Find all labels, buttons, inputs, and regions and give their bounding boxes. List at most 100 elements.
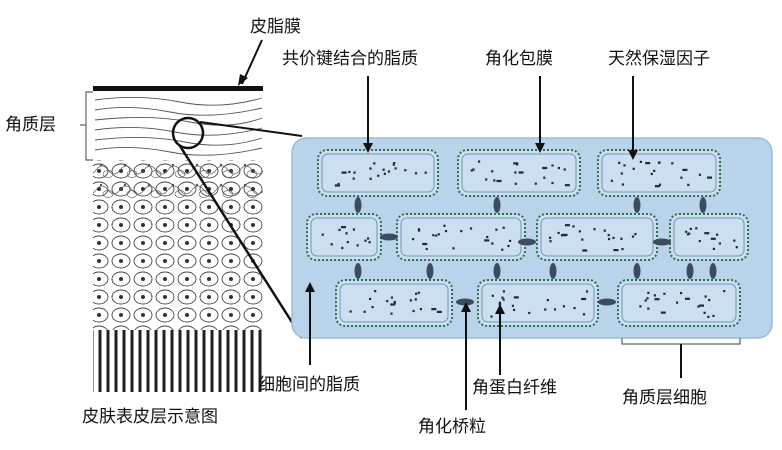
keratin-dot (707, 176, 712, 179)
keratin-dot (414, 298, 417, 301)
granular-band (93, 160, 263, 200)
keratin-dot (680, 176, 683, 179)
keratin-dot (513, 162, 519, 165)
keratin-dot (502, 298, 505, 301)
keratin-dot (542, 166, 548, 170)
keratin-dot (704, 295, 707, 298)
corneodesmosome-v-4 (354, 263, 362, 279)
keratin-dot (390, 312, 393, 315)
label-corneodesmosome: 角化桥粒 (418, 417, 486, 437)
keratin-dot (425, 247, 428, 251)
keratin-dot (404, 169, 407, 172)
cornified-envelope-6 (540, 217, 654, 257)
keratin-dot (470, 169, 473, 172)
keratin-dot (511, 304, 514, 307)
keratin-dot (712, 247, 715, 250)
corneodesmosome-v-6 (493, 263, 501, 279)
keratin-dot (452, 247, 455, 250)
label-nmf: 天然保湿因子 (608, 49, 710, 69)
magnifier-circle-icon (171, 116, 205, 150)
keratin-dot (562, 305, 565, 308)
keratin-dot (557, 231, 560, 235)
keratin-dot (390, 303, 396, 306)
keratin-dot (608, 238, 611, 241)
keratin-dot (460, 230, 463, 233)
keratin-dot (733, 239, 736, 242)
corneocyte-cell-10 (617, 279, 741, 327)
label-intercellular-lipid: 细胞间的脂质 (258, 375, 360, 395)
label-corneocyte: 角质层细胞 (622, 388, 707, 408)
keratin-dot (417, 228, 420, 231)
corneodesmosome-v-1 (354, 197, 362, 213)
keratin-dot (502, 290, 505, 293)
keratin-dot (581, 297, 587, 301)
keratin-dot (491, 294, 494, 297)
keratin-dot (498, 301, 501, 304)
keratin-dot (390, 296, 393, 299)
keratin-dot (368, 241, 371, 244)
keratin-dot (513, 308, 516, 311)
keratin-dot (607, 234, 610, 237)
keratin-dot (491, 242, 494, 245)
corneocyte-cell-3 (597, 149, 721, 197)
keratin-dot (543, 176, 546, 179)
stratum-corneum-layer (93, 90, 263, 160)
label-cornified-envelope: 角化包膜 (485, 49, 553, 69)
arrowhead-cornified-envelope (535, 143, 545, 153)
keratin-dot (654, 298, 660, 301)
keratin-dot (345, 232, 348, 235)
keratin-dot (644, 299, 647, 302)
keratin-dot (513, 296, 519, 299)
keratin-dot (338, 228, 341, 231)
keratin-dot (557, 166, 560, 170)
arrowhead-keratin-fiber (495, 304, 505, 314)
keratin-dot (528, 311, 531, 315)
corneocyte-cell-1 (317, 149, 439, 197)
keratin-dot (647, 291, 650, 294)
keratin-dot (658, 183, 662, 186)
keratin-dot (414, 172, 418, 175)
keratin-dot (418, 229, 421, 232)
keratin-dot (417, 291, 420, 294)
keratin-dot (346, 241, 349, 244)
keratin-dot (478, 160, 481, 163)
cornified-envelope-4 (310, 217, 378, 257)
sebum-film-line (93, 86, 263, 91)
cornified-envelope-2 (461, 153, 577, 193)
keratin-dot (432, 234, 435, 237)
keratin-dot (534, 182, 537, 185)
keratin-dot (647, 307, 650, 310)
keratin-dot (553, 308, 557, 311)
keratin-dot (353, 171, 356, 174)
keratin-dot (387, 170, 391, 173)
keratin-dot (582, 249, 588, 252)
keratin-dot (491, 170, 494, 173)
corneocyte-cell-4 (306, 213, 382, 261)
keratin-dot (409, 299, 412, 302)
cornified-envelope-9 (481, 283, 595, 323)
keratin-dot (412, 238, 415, 241)
keratin-dot (422, 242, 428, 246)
keratin-dot (501, 248, 504, 251)
keratin-dot (472, 168, 475, 171)
corneodesmosome-h-5 (598, 298, 616, 306)
corneocyte-cell-9 (477, 279, 599, 327)
keratin-dot (735, 246, 738, 249)
keratin-dot (369, 177, 372, 180)
corneodesmosome-v-11 (686, 263, 694, 279)
keratin-dot (393, 162, 396, 165)
keratin-dot (718, 242, 721, 245)
arrowhead-covalent-lipid (363, 143, 373, 153)
keratin-dot (645, 162, 651, 165)
keratin-dot (712, 314, 715, 317)
keratin-dot (352, 228, 355, 231)
keratin-dot (349, 310, 352, 313)
keratin-dot (369, 167, 372, 170)
keratin-dot (551, 164, 554, 167)
keratin-dot (563, 168, 566, 171)
keratin-dot (369, 297, 372, 300)
keratin-dot (699, 304, 704, 307)
keratin-dot (623, 164, 626, 167)
